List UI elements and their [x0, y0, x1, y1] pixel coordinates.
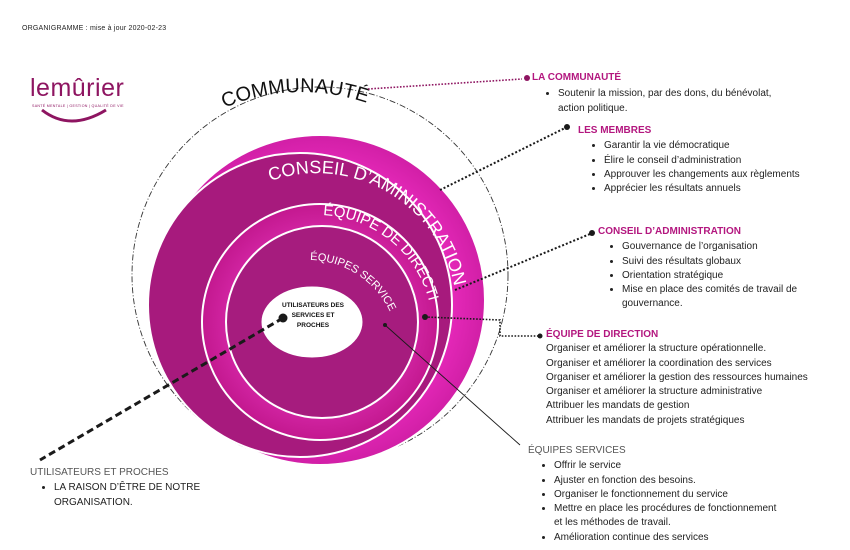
connector-conseil	[454, 233, 591, 291]
lemurier-logo: lemûrier SANTÉ MENTALE | GESTION | QUALI…	[30, 74, 130, 134]
connector-dot	[537, 333, 543, 339]
center-line: UTILISATEURS DES	[282, 302, 344, 309]
list-item: Organiser le fonctionnement du service	[554, 488, 776, 502]
block-communaute: LA COMMUNAUTÉ Soutenir la mission, par d…	[532, 71, 771, 116]
center-users-label: UTILISATEURS DES SERVICES ET PROCHES	[265, 301, 361, 331]
connector-dot	[383, 323, 387, 327]
list-item: gouvernance.	[622, 298, 683, 310]
list-item: Amélioration continue des services	[554, 531, 776, 545]
block-title: CONSEIL D’ADMINISTRATION	[598, 226, 741, 237]
connector-dot	[564, 124, 570, 130]
center-line: PROCHES	[296, 322, 330, 329]
block-conseil: CONSEIL D’ADMINISTRATION Gouvernance de …	[598, 225, 797, 312]
center-line: SERVICES ET	[291, 312, 335, 319]
list-item: Attribuer les mandats de gestion	[546, 400, 690, 412]
list-item: Suivi des résultats globaux	[622, 255, 797, 269]
list-item: Soutenir la mission, par des dons, du bé…	[558, 87, 771, 101]
block-title: UTILISATEURS ET PROCHES	[30, 467, 169, 478]
ring-label-communaute: COMMUNAUTÉ	[218, 75, 372, 112]
block-services: ÉQUIPES SERVICES Offrir le service Ajust…	[528, 444, 776, 545]
block-title: ÉQUIPES SERVICES	[528, 445, 626, 456]
list-item: ORGANISATION.	[54, 496, 133, 508]
list-item: Mettre en place les procédures de foncti…	[554, 502, 776, 516]
list-item: Approuver les changements aux règlements	[604, 168, 800, 182]
logo-tagline: SANTÉ MENTALE | GESTION | QUALITÉ DE VIE	[32, 104, 124, 108]
list-item: Attribuer les mandats de projets stratég…	[546, 414, 745, 426]
list-item: Organiser et améliorer la gestion des re…	[546, 371, 808, 383]
list-item: Mise en place des comités de travail de	[622, 283, 797, 297]
list-item: Apprécier les résultats annuels	[604, 182, 800, 196]
community-ring	[131, 86, 509, 464]
list-item: LA RAISON D’ÊTRE DE NOTRE	[54, 481, 200, 495]
logo-arc-icon	[41, 108, 107, 123]
connector-services	[384, 324, 521, 446]
list-item: Organiser et améliorer la coordination d…	[546, 357, 772, 369]
connector-membres	[439, 127, 566, 191]
connector-dot	[422, 314, 428, 320]
list-item: Offrir le service	[554, 459, 776, 473]
connector-communaute	[367, 78, 523, 90]
block-users: UTILISATEURS ET PROCHES LA RAISON D’ÊTRE…	[30, 466, 200, 510]
list-item: Élire le conseil d’administration	[604, 154, 800, 168]
connector-users	[39, 316, 284, 462]
connector-dot	[524, 75, 530, 81]
block-membres: LES MEMBRES Garantir la vie démocratique…	[578, 124, 800, 196]
list-item: Orientation stratégique	[622, 269, 797, 283]
list-item: Ajuster en fonction des besoins.	[554, 474, 776, 488]
users-center	[261, 286, 363, 358]
list-item: Organiser et améliorer la structure opér…	[546, 343, 767, 355]
list-item: Gouvernance de l’organisation	[622, 240, 797, 254]
connector-dot	[589, 230, 595, 236]
list-item: et les méthodes de travail.	[554, 517, 671, 529]
list-item: Garantir la vie démocratique	[604, 139, 800, 153]
block-direction: ÉQUIPE DE DIRECTION Organiser et amélior…	[546, 328, 808, 428]
list-item: action politique.	[558, 102, 628, 114]
list-item: Organiser et améliorer la structure admi…	[546, 386, 763, 398]
connector-dot	[278, 313, 288, 323]
block-title: LES MEMBRES	[578, 125, 652, 136]
logo-word: lemûrier	[30, 74, 125, 102]
page-header: ORGANIGRAMME : mise à jour 2020-02-23	[22, 25, 167, 32]
block-title: ÉQUIPE DE DIRECTION	[546, 329, 659, 340]
block-title: LA COMMUNAUTÉ	[532, 72, 622, 83]
